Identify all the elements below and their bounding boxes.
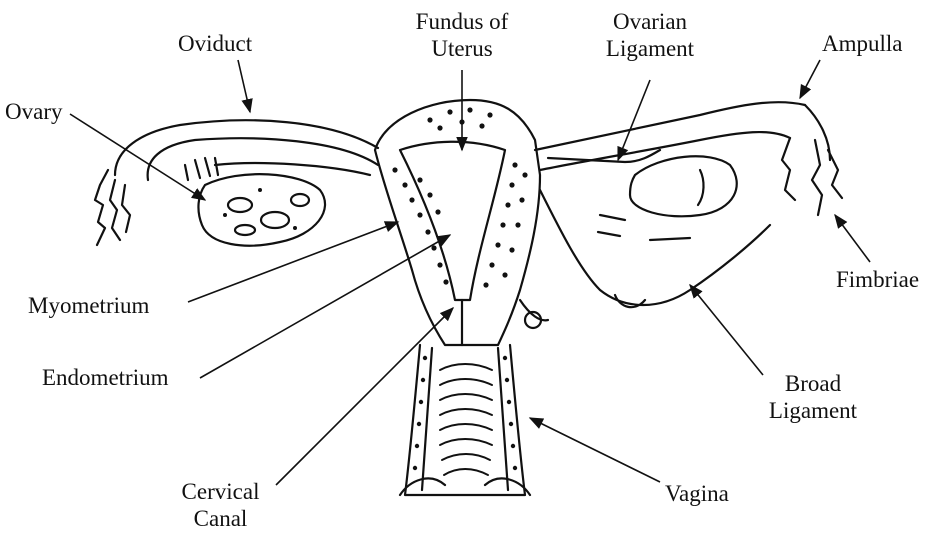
left-fimbriae bbox=[95, 170, 130, 245]
right-oviduct bbox=[535, 102, 805, 150]
label-broad-ligament: Broad Ligament bbox=[758, 370, 868, 424]
label-broad-line1: Broad bbox=[758, 370, 868, 397]
pointer-broad-ligament bbox=[690, 285, 763, 375]
label-fundus-line2: Uterus bbox=[400, 35, 524, 62]
label-ampulla: Ampulla bbox=[822, 30, 903, 57]
pointer-myometrium bbox=[188, 222, 398, 302]
right-fimbriae bbox=[782, 105, 842, 215]
label-ovarian-line1: Ovarian bbox=[585, 8, 715, 35]
pointer-cervical-canal bbox=[276, 308, 453, 485]
pointer-oviduct bbox=[238, 60, 250, 112]
label-ovarian-line2: Ligament bbox=[585, 35, 715, 62]
pointer-fimbriae bbox=[835, 215, 870, 262]
label-ovary: Ovary bbox=[5, 98, 62, 125]
label-fundus-line1: Fundus of bbox=[400, 8, 524, 35]
label-cervical-line1: Cervical bbox=[158, 478, 283, 505]
pointer-vagina bbox=[530, 418, 660, 482]
pointer-ovary bbox=[70, 114, 205, 200]
label-fimbriae: Fimbriae bbox=[836, 266, 919, 293]
pointer-ovarian-ligament bbox=[618, 80, 650, 160]
label-ovarian-ligament: Ovarian Ligament bbox=[585, 8, 715, 62]
label-oviduct: Oviduct bbox=[178, 30, 252, 57]
broad-ligament bbox=[540, 190, 770, 305]
label-cervical-canal: Cervical Canal bbox=[158, 478, 283, 532]
label-vagina: Vagina bbox=[665, 480, 729, 507]
uterus-outline bbox=[375, 100, 540, 345]
label-fundus-of-uterus: Fundus of Uterus bbox=[400, 8, 524, 62]
label-endometrium: Endometrium bbox=[42, 364, 168, 391]
label-broad-line2: Ligament bbox=[758, 397, 868, 424]
pointer-endometrium bbox=[200, 235, 450, 378]
pointer-ampulla bbox=[800, 60, 820, 98]
right-ovary bbox=[630, 156, 737, 216]
label-cervical-line2: Canal bbox=[158, 505, 283, 532]
label-myometrium: Myometrium bbox=[28, 292, 149, 319]
left-ovary bbox=[198, 174, 325, 245]
uterine-cavity bbox=[400, 142, 505, 300]
myometrium-texture bbox=[223, 107, 528, 470]
